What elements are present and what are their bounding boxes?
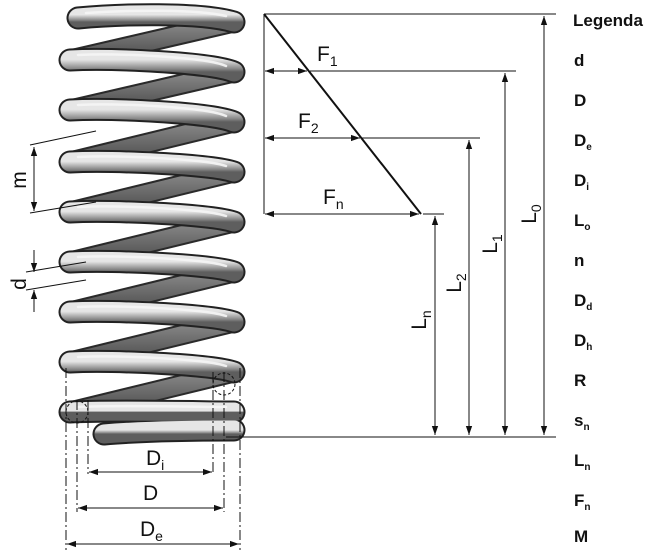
length-L2-label: L2 (443, 273, 469, 293)
wire-diameter-dimension: d (8, 250, 87, 312)
length-Ln-label: Ln (408, 310, 434, 329)
force-F1-label: F1 (317, 43, 338, 69)
legend-item-Dh: Dh (574, 331, 593, 353)
length-L1-label: L1 (479, 234, 505, 254)
legend-item-d: d (574, 51, 585, 70)
legend-item-Di: Di (574, 171, 590, 193)
pitch-label: m (8, 171, 31, 189)
mean-diameter-label: D (143, 482, 158, 505)
length-L0-label: L0 (518, 204, 544, 224)
length-dimensions: L0 L1 L2 Ln (226, 13, 556, 438)
legend: Legenda d D De Di Lo n Dd Dh R sn Ln Fn … (573, 0, 663, 551)
wire-diameter-label: d (8, 278, 31, 290)
legend-item-Fn: Fn (574, 491, 591, 513)
force-diagram: F1 F2 Fn (263, 13, 422, 218)
legend-item-R: R (574, 371, 587, 390)
inner-diameter-label: Di (146, 447, 164, 473)
legend-item-De: De (574, 131, 592, 153)
legend-title: Legenda (573, 11, 643, 30)
outer-diameter-label: De (140, 518, 163, 544)
legend-item-M: M (574, 527, 589, 546)
force-Fn-label: Fn (323, 186, 344, 212)
spring (58, 3, 246, 446)
legend-item-Ln: Ln (574, 451, 591, 473)
force-line (263, 13, 422, 215)
diameter-dimensions: Di D De (65, 368, 241, 550)
legend-item-Dd: Dd (574, 291, 593, 313)
legend-item-Lo: Lo (574, 211, 591, 233)
spring-front-coils-face (60, 5, 244, 444)
pitch-dimension: m (8, 130, 97, 214)
spring-highlights (76, 9, 228, 409)
legend-item-sn: sn (574, 411, 590, 433)
legend-item-D: D (574, 91, 587, 110)
legend-item-n: n (574, 251, 585, 270)
force-F2-label: F2 (298, 110, 319, 136)
